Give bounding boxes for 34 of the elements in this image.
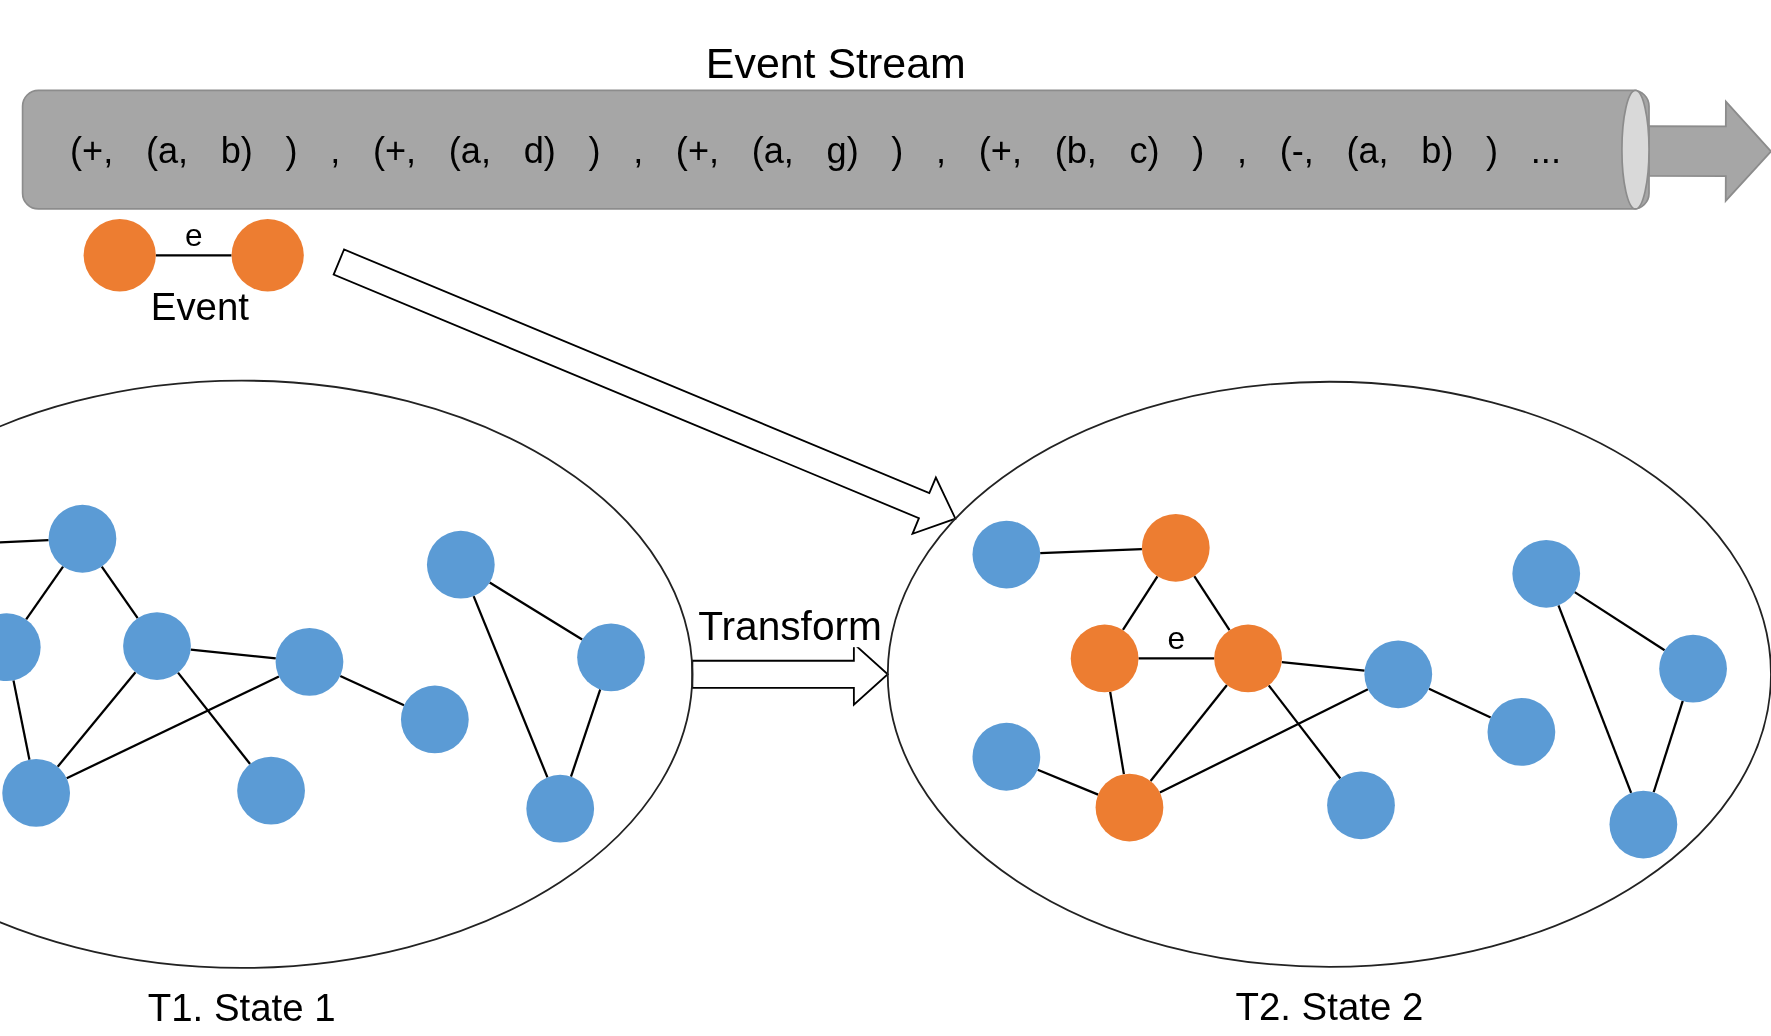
connector-line: [1557, 604, 1633, 794]
block-arrow: [332, 248, 957, 536]
connector-line: [489, 581, 583, 641]
connector-line: [1428, 687, 1492, 719]
connector-line: [66, 675, 280, 780]
event-sequence-text: (+, (a, b) ) , (+, (a, d) ) , (+, (a, g) ) , (+, (b, c) ) , (-, (a, b) ) ...: [70, 128, 1561, 172]
connector-line: [1138, 657, 1215, 660]
connector-line: [1149, 684, 1228, 782]
stream-title: Event Stream: [705, 39, 966, 87]
connector-line: [1267, 684, 1342, 780]
connector-line: [0, 539, 49, 545]
connector-line: [56, 671, 137, 768]
event-label: Event: [150, 286, 249, 326]
connector-line: [12, 680, 31, 760]
connector-line: [155, 254, 232, 257]
state-caption: T1. State 1: [147, 986, 336, 1029]
connector-line: [339, 675, 405, 707]
connector-line: [1122, 575, 1159, 631]
state-caption: T2. State 2: [1235, 984, 1424, 1028]
connector-line: [190, 648, 276, 660]
connector-line: [1574, 591, 1666, 652]
connector-line: [177, 671, 251, 765]
connector-line: [569, 689, 602, 777]
connector-line: [100, 565, 139, 619]
connector-line: [472, 595, 549, 778]
connector-line: [1281, 660, 1365, 672]
block-arrow: [1648, 99, 1771, 204]
connector-line: [1193, 575, 1231, 631]
connector-line: [1652, 700, 1684, 793]
connector-line: [25, 565, 64, 621]
connector-line: [1159, 688, 1369, 794]
connector-line: [1109, 691, 1125, 775]
connector-line: [1040, 548, 1142, 555]
connector-line: [1037, 768, 1099, 796]
